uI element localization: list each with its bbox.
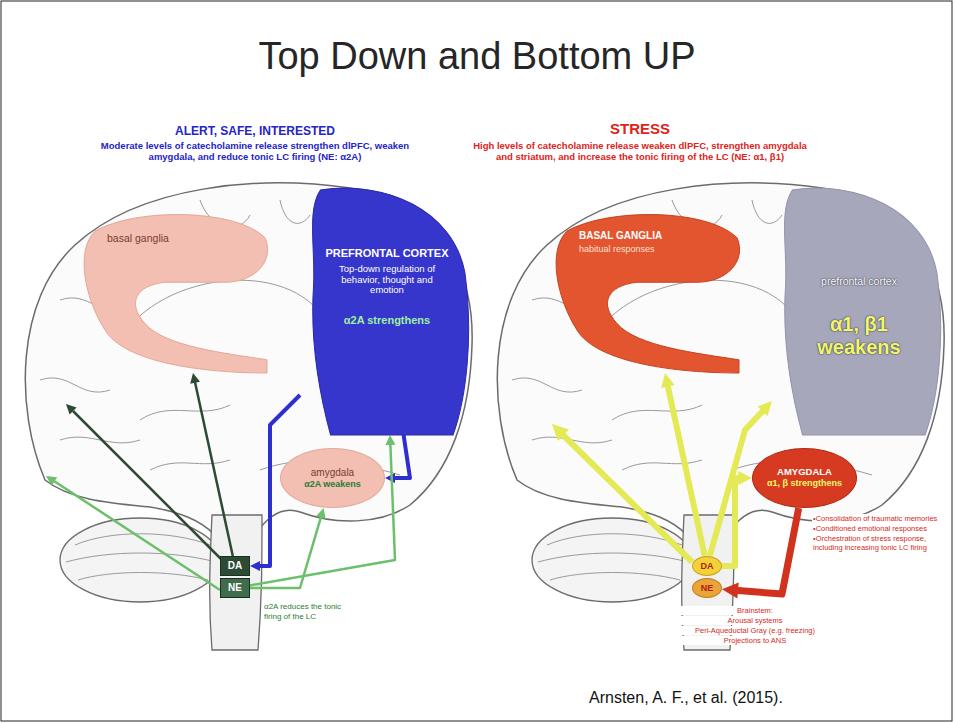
prefrontal-cortex-region: PREFRONTAL CORTEX Top-down regulation of … [300,185,470,435]
region-label: DA [228,560,242,572]
brainstem-note: Peri-Aqueductal Gray (e.g. freezing) [680,626,830,635]
basal-ganglia-region: basal ganglia [75,208,275,373]
region-label: BASAL GANGLIA [579,230,662,242]
panel-subheading: High levels of catecholamine release wea… [465,140,815,163]
brainstem-note: Projections to ANS [680,636,830,645]
panel-heading: STRESS [490,120,790,138]
region-label: α1, β strengthens [767,478,842,488]
projection-arrow [722,471,752,566]
arrow-shaft [667,384,705,556]
region-label: habitual responses [579,244,655,254]
projection-arrow [661,373,705,556]
panel-subheading: Moderate levels of catecholamine release… [85,140,425,163]
region-label: NE [701,583,714,593]
bullet-note: •Orchestration of stress response, inclu… [812,534,944,552]
dopamine-nucleus: DA [692,556,722,576]
region-label: DA [701,561,714,571]
region-label: AMYGDALA [777,467,832,478]
region-label: α1, β1 weakens [796,313,922,359]
projection-arrow [46,476,220,590]
arrow-shaft [735,508,799,594]
brainstem-note: Brainstem: [680,606,830,615]
locus-coeruleus-nucleus: NE [220,578,250,598]
region-label: amygdala [311,467,354,479]
arrow-shaft [195,381,233,556]
projection-arrow [552,424,692,562]
region-outline [785,188,941,435]
citation: Arnsten, A. F., et al. (2015). [588,688,784,707]
projection-arrow [250,508,326,588]
prefrontal-cortex-region: prefrontal cortex α1, β1 weakens [772,185,942,435]
arrow-shaft [393,435,410,478]
region-outline [84,215,268,373]
projection-arrow [66,404,222,560]
region-label: Top-down regulation of behavior, thought… [324,264,450,297]
region-outline [313,188,469,435]
region-label: basal ganglia [107,232,169,244]
locus-coeruleus-nucleus: NE [692,578,722,598]
region-label: prefrontal cortex [821,275,897,287]
projection-arrow [385,435,410,483]
projection-arrow [190,373,233,556]
region-shape [772,185,942,435]
dopamine-nucleus: DA [220,556,250,576]
basal-ganglia-region: BASAL GANGLIA habitual responses [547,208,747,373]
region-label: NE [228,582,242,594]
bullet-note: •Consolidation of traumatic memories [812,514,944,523]
brain-outline [25,183,472,650]
slide-title: Top Down and Bottom UP [0,34,954,80]
panel-heading: ALERT, SAFE, INTERESTED [105,124,405,138]
brain-outline [497,183,944,650]
region-shape [300,185,470,435]
region-label: α2A weakens [304,479,361,489]
arrow-shaft [722,478,741,566]
region-label: PREFRONTAL CORTEX [325,247,448,260]
region-outline [556,215,740,373]
brainstem-note: Arousal systems [680,616,830,625]
projection-arrow [250,435,395,585]
region-shape [75,208,275,373]
amygdala-region: AMYGDALAα1, β strengthens [752,448,857,508]
arrow-shaft [250,516,321,588]
amygdala-region: amygdalaα2A weakens [280,448,385,508]
annotation-note: α2A reduces the tonic firing of the LC [263,602,349,621]
arrow-shaft [250,443,395,585]
projection-arrow [722,508,799,599]
bullet-note: •Conditioned emotional responses [812,524,944,533]
region-label: α2A strengthens [344,314,430,327]
